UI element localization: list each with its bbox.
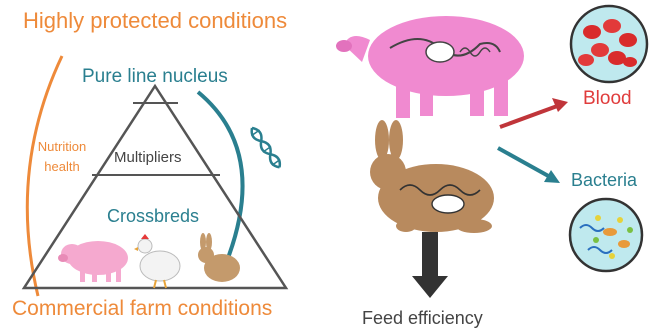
arrow-to-blood <box>500 98 568 127</box>
arrow-to-bacteria <box>498 148 560 183</box>
side-label-line2: health <box>44 159 79 174</box>
chicken-icon <box>134 234 180 288</box>
pyramid-tier-bottom: Crossbreds <box>107 206 199 227</box>
pyramid-tier-top: Pure line nucleus <box>82 66 228 88</box>
pig-icon <box>58 241 128 282</box>
bacteria-icon <box>570 199 642 271</box>
arrow-to-feed <box>412 232 448 298</box>
top-label: Highly protected conditions <box>23 8 287 34</box>
bottom-label: Commercial farm conditions <box>12 297 272 321</box>
side-label: Nutrition health <box>36 137 88 177</box>
pig-large-icon <box>336 16 524 118</box>
rabbit-large-icon <box>370 120 494 233</box>
side-label-line1: Nutrition <box>38 139 86 154</box>
pyramid-tier-middle: Multipliers <box>114 149 182 166</box>
feed-efficiency-label: Feed efficiency <box>362 308 483 329</box>
blood-cells-icon <box>571 6 647 82</box>
dna-icon <box>248 125 284 170</box>
blood-label: Blood <box>583 88 632 110</box>
bacteria-label: Bacteria <box>571 170 637 191</box>
